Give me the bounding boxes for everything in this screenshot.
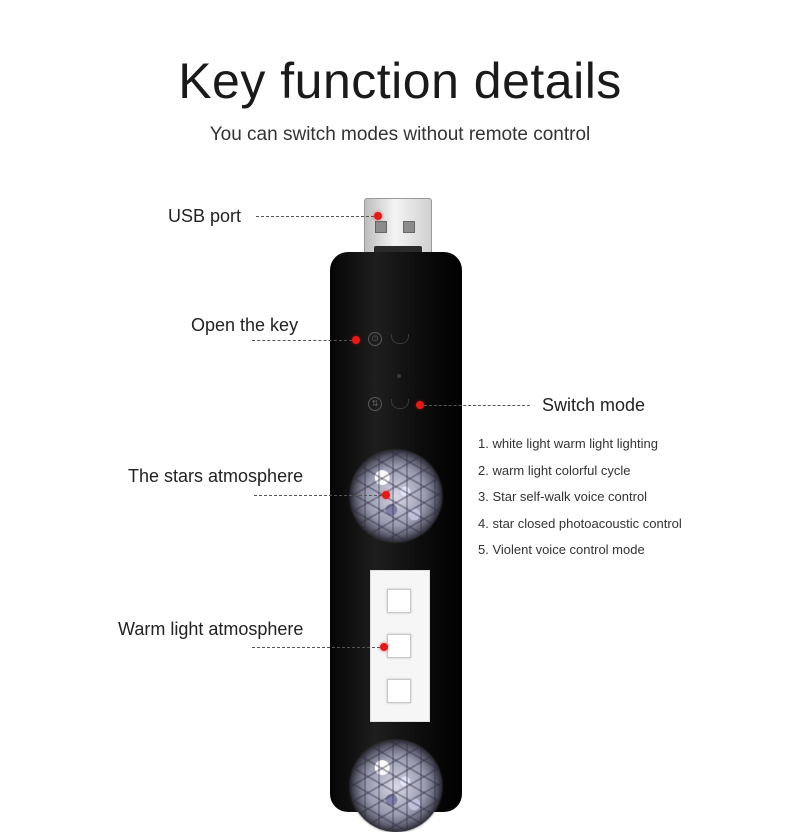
switch-mode-marker bbox=[416, 401, 424, 409]
warm-led-panel bbox=[370, 570, 430, 722]
warm-light-atmosphere-label: Warm light atmosphere bbox=[118, 619, 304, 639]
stars-atmosphere-label: The stars atmosphere bbox=[128, 466, 304, 486]
switch-mode-label: Switch mode bbox=[542, 395, 646, 415]
open-key-marker bbox=[352, 336, 360, 344]
usb-contact-hole bbox=[375, 221, 387, 233]
warm-light-atmosphere-leader bbox=[252, 647, 380, 648]
stars-atmosphere-leader bbox=[254, 495, 382, 496]
mode-item: 1. white light warm light lighting bbox=[478, 436, 658, 451]
mode-item: 4. star closed photoacoustic control bbox=[478, 515, 682, 531]
page-title: Key function details bbox=[178, 53, 622, 109]
usb-contact-hole bbox=[403, 221, 415, 233]
usb-collar bbox=[374, 246, 422, 256]
warm-led bbox=[387, 679, 411, 703]
usb-port-leader bbox=[256, 216, 374, 217]
microphone-hole bbox=[397, 374, 401, 378]
usb-port-label: USB port bbox=[168, 206, 242, 226]
mode-switch-icon: ⇅ bbox=[368, 397, 382, 411]
power-icon: ⏻ bbox=[368, 332, 382, 346]
open-key-label: Open the key bbox=[191, 315, 299, 335]
warm-light-atmosphere-marker bbox=[380, 643, 388, 651]
mode-list: 1. white light warm light lighting 2. wa… bbox=[478, 436, 682, 569]
mode-item: 2. warm light colorful cycle bbox=[478, 462, 631, 478]
warm-led bbox=[387, 634, 411, 658]
mode-item: 5. Violent voice control mode bbox=[478, 542, 645, 557]
usb-port-marker bbox=[374, 212, 382, 220]
page-subtitle: You can switch modes without remote cont… bbox=[209, 124, 591, 145]
star-crystal-ball bbox=[350, 740, 442, 832]
stars-atmosphere-marker bbox=[382, 491, 390, 499]
mode-item: 3. Star self-walk voice control bbox=[478, 489, 648, 504]
warm-led bbox=[387, 589, 411, 613]
switch-mode-leader bbox=[424, 405, 530, 406]
star-crystal-ball bbox=[350, 450, 442, 542]
open-key-leader bbox=[252, 340, 352, 341]
